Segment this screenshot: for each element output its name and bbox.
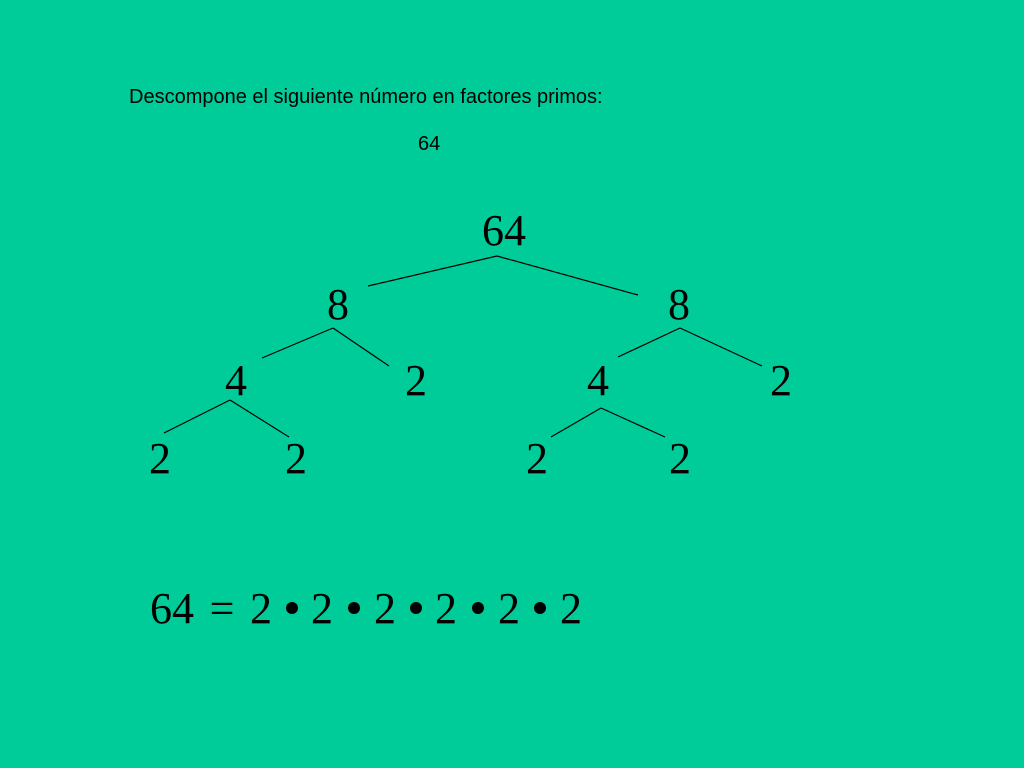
equation-lhs: 64 — [150, 584, 194, 633]
equation-factor-6: 2 — [560, 584, 582, 633]
equation-equals: = — [210, 584, 235, 633]
branch-4-to-2-d — [600, 407, 666, 438]
node-level1-left: 8 — [327, 280, 349, 329]
node-level2-d: 2 — [770, 356, 792, 405]
equation-factor-5: 2 — [498, 584, 520, 633]
multiply-dot-5 — [534, 602, 546, 614]
multiply-dot-3 — [410, 602, 422, 614]
node-level3-a: 2 — [149, 434, 171, 483]
factorization-equation: 64 = 2 2 2 2 2 2 — [150, 584, 582, 633]
tree-branches — [163, 255, 763, 438]
branch-64-to-8-right — [496, 255, 639, 296]
equation-factor-2: 2 — [311, 584, 333, 633]
node-level2-b: 2 — [405, 356, 427, 405]
node-level3-d: 2 — [669, 434, 691, 483]
node-level3-c: 2 — [526, 434, 548, 483]
equation-factor-4: 2 — [435, 584, 457, 633]
instruction-text: Descompone el siguiente número en factor… — [129, 86, 603, 108]
equation-factor-1: 2 — [250, 584, 272, 633]
branch-4-to-2-c — [550, 407, 602, 438]
branch-4-to-2-a — [163, 399, 231, 434]
node-level3-b: 2 — [285, 434, 307, 483]
branch-8-to-2-right — [679, 327, 763, 367]
node-root: 64 — [482, 206, 526, 255]
branch-8-to-4-left — [261, 327, 334, 359]
multiply-dot-2 — [348, 602, 360, 614]
equation-factor-3: 2 — [374, 584, 396, 633]
branch-8-to-4-right — [617, 327, 681, 358]
branch-8-to-2-left — [332, 327, 390, 367]
branch-64-to-8-left — [367, 255, 498, 287]
node-level2-c: 4 — [587, 356, 609, 405]
multiply-dot-4 — [472, 602, 484, 614]
branch-4-to-2-b — [229, 399, 290, 438]
node-level2-a: 4 — [225, 356, 247, 405]
node-level1-right: 8 — [668, 280, 690, 329]
target-number: 64 — [418, 133, 441, 155]
multiply-dot-1 — [286, 602, 298, 614]
